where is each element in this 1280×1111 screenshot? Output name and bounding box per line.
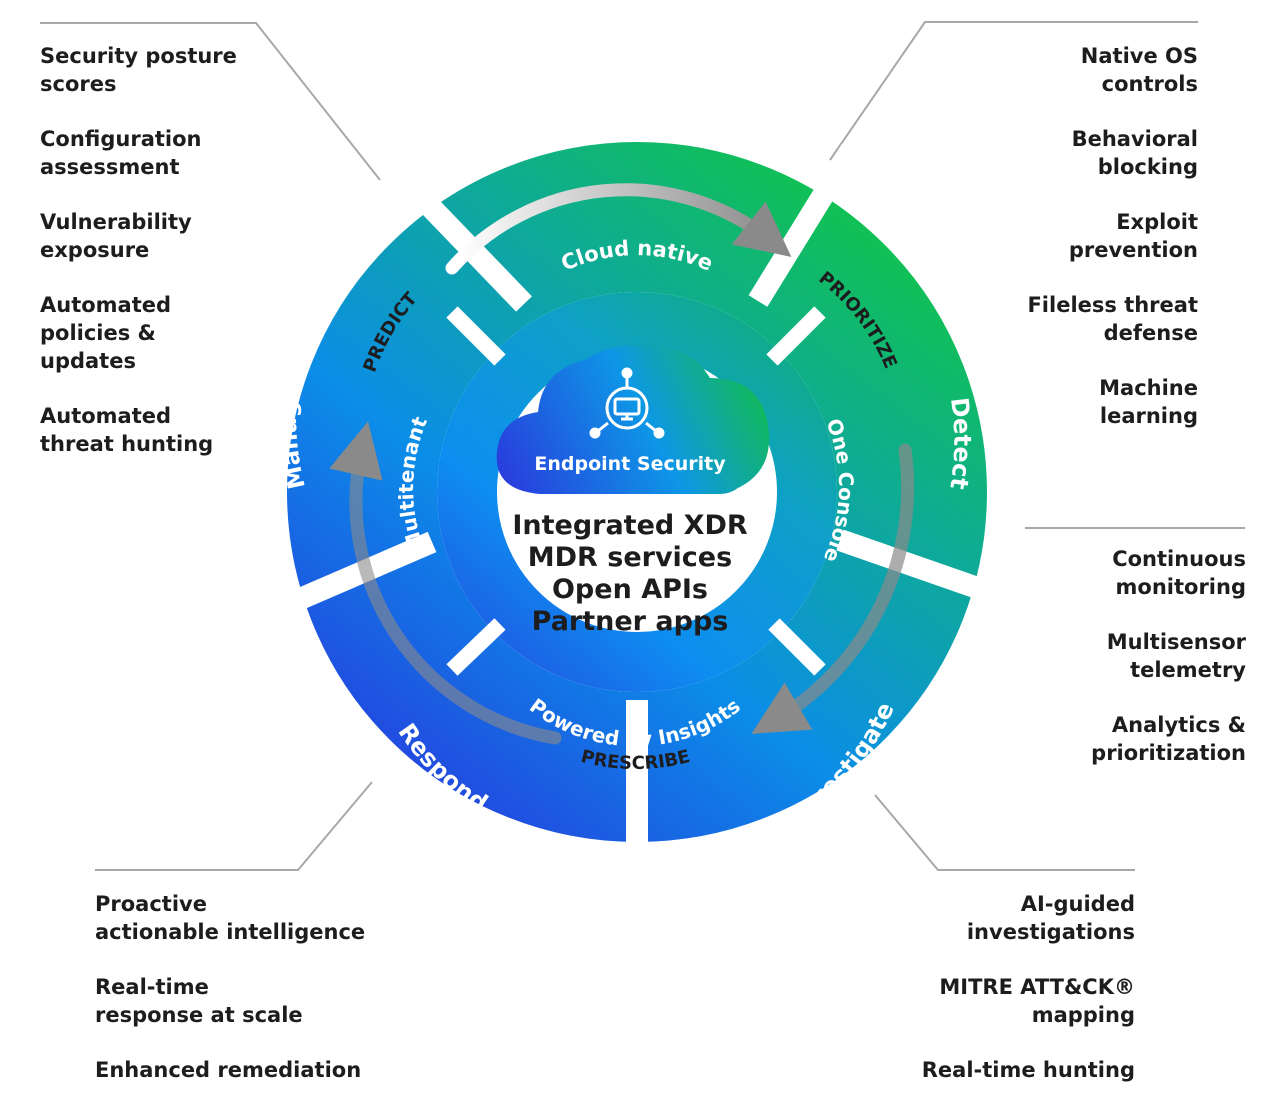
- callout-item: Enhanced remediation: [95, 1058, 362, 1082]
- arrow-respond-icon: [329, 421, 562, 745]
- callout-item: Exploit prevention: [1068, 210, 1198, 262]
- callout-item: Real-time hunting: [921, 1058, 1135, 1082]
- center-line-partner: Partner apps: [531, 606, 729, 637]
- callout-bottom-right: AI-guided investigations MITRE ATT&CK® m…: [875, 890, 1135, 1111]
- callout-item: Automated threat hunting: [40, 404, 214, 456]
- callout-item: Native OS controls: [1080, 44, 1198, 96]
- center-line-apis: Open APIs: [551, 574, 708, 605]
- connector-top-left: [40, 22, 381, 181]
- arrow-investigate-icon: [751, 443, 915, 734]
- callout-bottom-left: Proactive actionable intelligence Real-t…: [95, 890, 415, 1111]
- arrow-prevent-icon: [445, 183, 792, 275]
- callout-top-right: Native OS controls Behavioral blocking E…: [938, 42, 1198, 457]
- callout-connectors: [40, 21, 1245, 871]
- callout-item: Fileless threat defense: [1027, 293, 1198, 345]
- callout-mid-right: Continuous monitoring Multisensor teleme…: [1006, 545, 1246, 794]
- cycle-arrows: [329, 183, 915, 745]
- center-line-mdr: MDR services: [527, 542, 733, 573]
- segment-detect: Detect: [944, 396, 976, 491]
- monitor-node-icon: [589, 367, 665, 439]
- connector-bottom-left: [95, 781, 373, 871]
- inner-dividers: [446, 306, 826, 676]
- callout-item: Machine learning: [1099, 376, 1198, 428]
- callout-item: Behavioral blocking: [1071, 127, 1198, 179]
- center-line-xdr: Integrated XDR: [512, 510, 748, 541]
- callout-item: Proactive actionable intelligence: [95, 892, 366, 944]
- callout-item: Continuous monitoring: [1112, 547, 1246, 599]
- inner-ring: [437, 292, 837, 692]
- connector-bottom-right: [874, 794, 1135, 871]
- connector-top-right: [829, 21, 1198, 161]
- callout-item: Configuration assessment: [40, 127, 202, 179]
- callout-top-left: Security posture scores Configuration as…: [40, 42, 300, 485]
- callout-item: Analytics & prioritization: [1091, 713, 1246, 765]
- center-title: Endpoint Security: [534, 453, 726, 475]
- callout-item: Multisensor telemetry: [1106, 630, 1246, 682]
- callout-item: AI-guided investigations: [966, 892, 1135, 944]
- endpoint-cloud: [496, 345, 770, 494]
- callout-item: Security posture scores: [40, 44, 237, 96]
- callout-item: Real-time response at scale: [95, 975, 303, 1027]
- segment-prevent: Prevent: [581, 77, 694, 112]
- segment-dividers: [258, 144, 1016, 880]
- callout-item: MITRE ATT&CK® mapping: [939, 975, 1135, 1027]
- callout-item: Automated policies & updates: [40, 293, 172, 373]
- callout-item: Vulnerability exposure: [40, 210, 192, 262]
